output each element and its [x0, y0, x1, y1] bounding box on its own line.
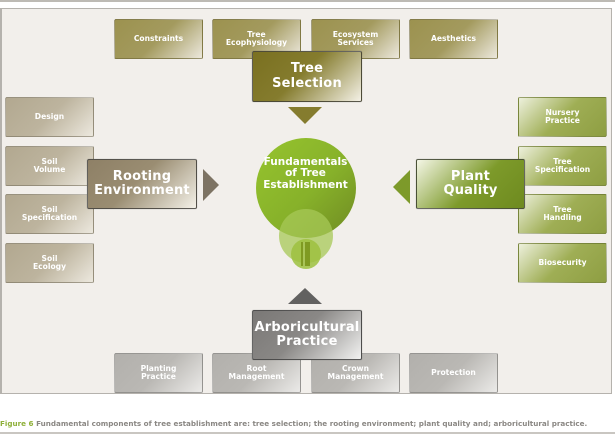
left-item-design: Design [5, 97, 94, 137]
bottom-item-planting-practice: Planting Practice [114, 353, 203, 393]
arrow-right-icon [203, 169, 219, 201]
tree-trunk [301, 242, 310, 266]
tree-canopy-large [256, 138, 356, 238]
right-item-nursery-practice: Nursery Practice [518, 97, 607, 137]
figure-caption: Figure 6 Fundamental components of tree … [0, 419, 587, 428]
center-title: Fundamentals of Tree Establishment [263, 156, 348, 191]
bottom-rule [0, 432, 615, 434]
tree-selection-box: Tree Selection [252, 51, 362, 102]
right-item-biosecurity: Biosecurity [518, 243, 607, 283]
rooting-environment-box: Rooting Environment [87, 159, 197, 209]
arrow-left-icon [393, 170, 410, 204]
left-item-soil-volume: Soil Volume [5, 146, 94, 186]
tree-icon [256, 138, 356, 269]
arboricultural-practice-box: Arboricultural Practice [252, 310, 362, 360]
right-item-tree-handling: Tree Handling [518, 194, 607, 234]
caption-text: Fundamental components of tree establish… [33, 419, 588, 428]
bottom-item-protection: Protection [409, 353, 498, 393]
top-item-constraints: Constraints [114, 19, 203, 59]
left-item-soil-specification: Soil Specification [5, 194, 94, 234]
top-rule [0, 0, 615, 2]
arrow-down-icon [288, 107, 322, 124]
left-item-soil-ecology: Soil Ecology [5, 243, 94, 283]
arrow-up-icon [288, 288, 322, 304]
right-item-tree-specification: Tree Specification [518, 146, 607, 186]
figure-label: Figure 6 [0, 419, 34, 428]
plant-quality-box: Plant Quality [416, 159, 525, 209]
top-item-aesthetics: Aesthetics [409, 19, 498, 59]
